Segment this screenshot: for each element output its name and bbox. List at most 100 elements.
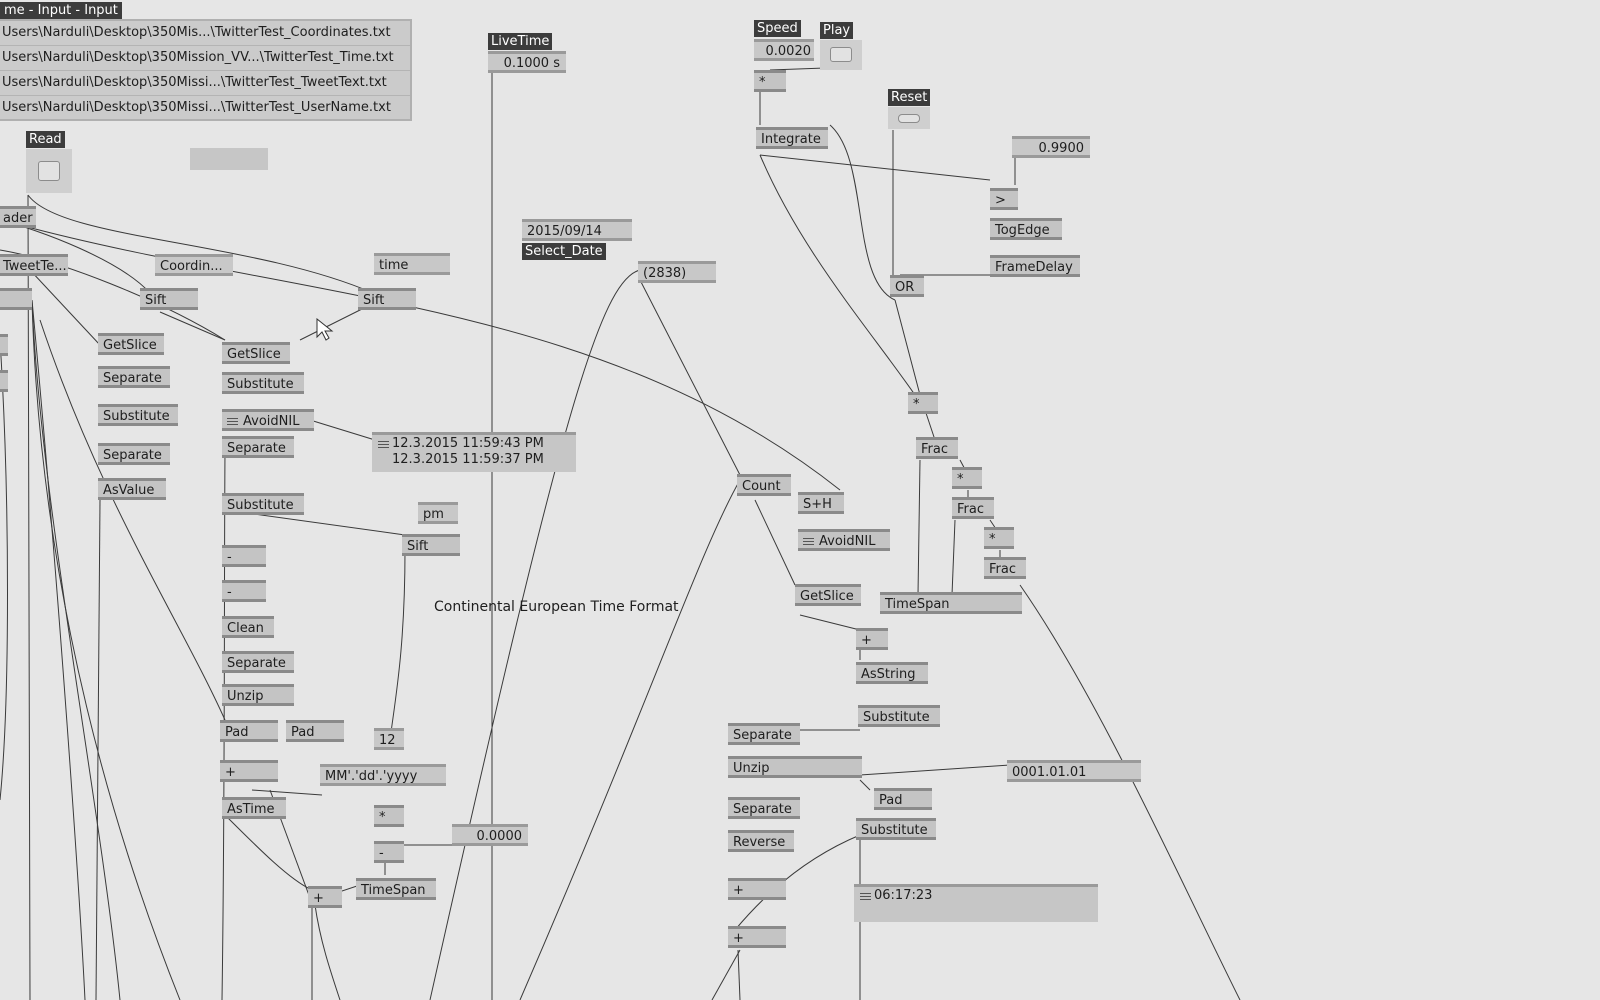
plus-node[interactable]: + [728, 926, 786, 948]
menu-icon [378, 439, 389, 450]
reader-node[interactable]: ader [0, 206, 36, 228]
pm-node[interactable]: pm [418, 502, 458, 524]
link [95, 499, 101, 1000]
separate-node[interactable]: Separate [98, 366, 170, 388]
file-path-row[interactable]: Users\Narduli\Desktop\350Missi...\Twitte… [2, 100, 391, 115]
timespan-node[interactable]: TimeSpan [880, 592, 1022, 614]
separate-node[interactable]: Separate [728, 723, 800, 745]
minus-node[interactable]: - [222, 580, 266, 602]
read-toggle[interactable] [26, 149, 72, 193]
link [314, 904, 341, 1000]
getslice-node[interactable]: GetSlice [98, 333, 164, 355]
unzip-node[interactable]: Unzip [728, 756, 862, 778]
avoidnil-label: AvoidNIL [243, 414, 300, 429]
multiply-node[interactable]: * [374, 805, 404, 827]
file-path-spread[interactable]: Users\Narduli\Desktop\350Mis...\TwitterT… [0, 19, 412, 121]
partial-node[interactable] [0, 334, 8, 356]
separate-node[interactable]: Separate [222, 436, 294, 458]
multiply-node[interactable]: * [952, 467, 982, 489]
minus-node[interactable]: - [222, 545, 266, 567]
link [29, 269, 101, 346]
menu-icon [227, 416, 238, 427]
substitute-node[interactable]: Substitute [858, 705, 940, 727]
or-node[interactable]: OR [890, 275, 924, 297]
astime-node[interactable]: AsTime [222, 797, 286, 819]
count-node[interactable]: Count [737, 474, 791, 496]
clean-node[interactable]: Clean [222, 616, 274, 638]
clock-output-box[interactable]: 06:17:23 [854, 884, 1098, 922]
link [27, 194, 374, 294]
asvalue-node[interactable]: AsValue [98, 478, 166, 500]
frac-node[interactable]: Frac [916, 437, 958, 459]
reverse-node[interactable]: Reverse [728, 830, 794, 852]
coordinates-node[interactable]: Coordin... [155, 254, 233, 276]
separate-node[interactable]: Separate [222, 651, 294, 673]
minus-node[interactable]: - [374, 841, 404, 863]
damping-value[interactable]: 0.9900 [1012, 136, 1090, 158]
sift-node[interactable]: Sift [358, 288, 416, 310]
togedge-node[interactable]: TogEdge [990, 218, 1062, 240]
plus-node[interactable]: + [220, 760, 278, 782]
frac-node[interactable]: Frac [984, 557, 1026, 579]
multiply-node[interactable]: * [984, 527, 1014, 549]
time-node[interactable]: time [374, 253, 450, 275]
file-path-row[interactable]: Users\Narduli\Desktop\350Mis...\TwitterT… [0, 21, 410, 46]
substitute-node[interactable]: Substitute [222, 372, 304, 394]
plus-node[interactable]: + [856, 628, 888, 650]
link [389, 549, 406, 741]
count-output[interactable]: (2838) [638, 261, 716, 283]
window-title[interactable]: me - Input - Input [0, 2, 122, 19]
greater-node[interactable]: > [990, 188, 1018, 210]
plus-node[interactable]: + [728, 878, 786, 900]
link [917, 459, 921, 596]
file-path-row[interactable]: Users\Narduli\Desktop\350Mission_VV...\T… [0, 46, 410, 71]
reset-bang[interactable] [888, 107, 930, 129]
comment-text: Continental European Time Format [434, 599, 679, 615]
base-date-node[interactable]: 0001.01.01 [1007, 760, 1141, 782]
timespan-node[interactable]: TimeSpan [356, 878, 436, 900]
read-button-face [38, 161, 60, 181]
multiply-node[interactable]: * [908, 392, 938, 414]
select-date-label: Select_Date [522, 243, 606, 260]
time-output-box[interactable]: 12.3.2015 11:59:43 PM 12.3.2015 11:59:37… [372, 432, 576, 472]
link [951, 519, 956, 596]
twelve-node[interactable]: 12 [374, 728, 404, 750]
getslice-node[interactable]: GetSlice [222, 342, 290, 364]
pad-node[interactable]: Pad [874, 788, 932, 810]
unzip-node[interactable]: Unzip [222, 684, 294, 706]
getslice-node[interactable]: GetSlice [795, 584, 861, 606]
plus-node[interactable]: + [308, 886, 342, 908]
separate-node[interactable]: Separate [728, 797, 800, 819]
partial-node[interactable] [0, 288, 32, 310]
partial-node[interactable] [0, 370, 8, 392]
zero-value-node[interactable]: 0.0000 [452, 824, 528, 846]
sandh-node[interactable]: S+H [798, 492, 844, 514]
asstring-node[interactable]: AsString [856, 662, 928, 684]
link [251, 789, 323, 796]
time-output-value: 12.3.2015 11:59:43 PM [392, 436, 544, 451]
link [639, 279, 741, 476]
substitute-node[interactable]: Substitute [222, 493, 304, 515]
sift-node[interactable]: Sift [140, 288, 198, 310]
separate-node[interactable]: Separate [98, 443, 170, 465]
file-path-row[interactable]: Users\Narduli\Desktop\350Missi...\Twitte… [0, 71, 410, 96]
integrate-node[interactable]: Integrate [756, 127, 828, 149]
avoidnil-node[interactable]: AvoidNIL [798, 529, 890, 551]
sift-node[interactable]: Sift [402, 534, 460, 556]
substitute-node[interactable]: Substitute [98, 404, 178, 426]
date-value[interactable]: 2015/09/14 [522, 219, 632, 241]
pad-node[interactable]: Pad [220, 720, 278, 742]
framedelay-node[interactable]: FrameDelay [990, 255, 1080, 277]
pad-node[interactable]: Pad [286, 720, 344, 742]
avoidnil-node[interactable]: AvoidNIL [222, 409, 314, 431]
speed-value[interactable]: 0.0020 [754, 39, 814, 61]
play-toggle[interactable] [820, 40, 862, 70]
livetime-value[interactable]: 0.1000 s [488, 51, 566, 73]
tweettext-node[interactable]: TweetTe... [0, 254, 68, 276]
date-format-node[interactable]: MM'.'dd'.'yyyy [320, 764, 446, 786]
read-label: Read [26, 131, 65, 148]
multiply-node[interactable]: * [754, 70, 786, 92]
empty-string-box[interactable] [190, 148, 268, 170]
substitute-node[interactable]: Substitute [856, 818, 936, 840]
frac-node[interactable]: Frac [952, 497, 994, 519]
